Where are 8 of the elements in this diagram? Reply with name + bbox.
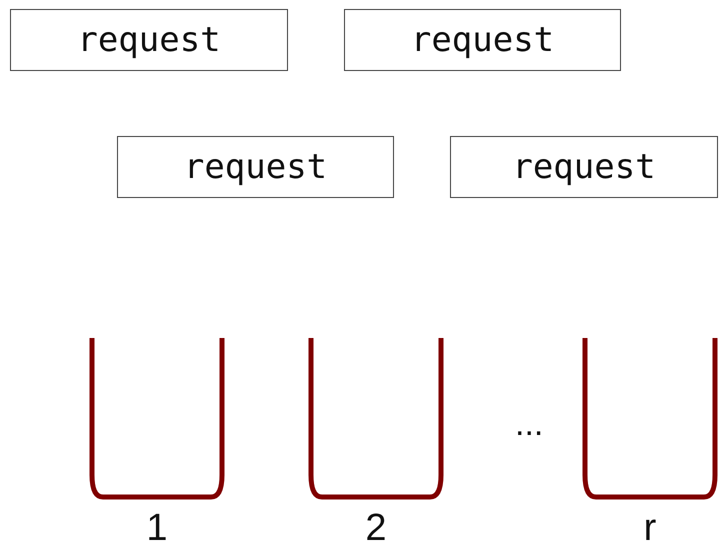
ellipsis-label: ... (515, 405, 544, 444)
bucket-number: 1 (145, 507, 169, 550)
bucket-number: 2 (364, 507, 388, 550)
request-box: request (117, 136, 394, 198)
request-box: request (344, 9, 621, 71)
request-box: request (450, 136, 718, 198)
request-box: request (10, 9, 288, 71)
bucket-number: r (642, 507, 658, 550)
